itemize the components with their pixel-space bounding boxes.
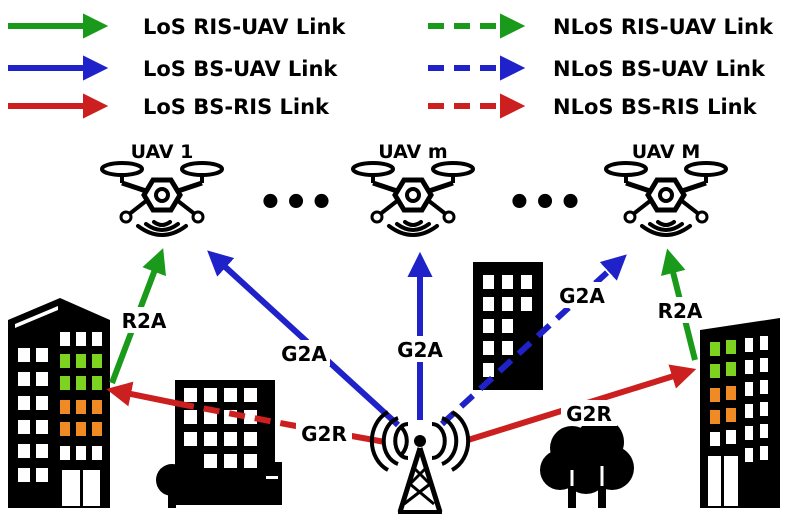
legend-label: NLoS BS-RIS Link (553, 95, 758, 119)
drone-icon (102, 163, 222, 222)
uav-label: UAV m (378, 141, 447, 163)
building-icon (473, 262, 543, 390)
g2r-left-label: G2R (301, 422, 347, 446)
legend-item-los-bs-ris: LoS BS-RIS Link (8, 93, 330, 119)
g2a-left-label: G2A (281, 342, 327, 366)
r2a-right-label: R2A (658, 299, 703, 323)
g2r-right-label: G2R (566, 402, 612, 426)
legend-label: NLoS BS-UAV Link (553, 57, 766, 81)
legend-label: NLoS RIS-UAV Link (553, 15, 774, 39)
legend-label: LoS RIS-UAV Link (143, 15, 346, 39)
uav-big-m: UAV M (606, 141, 726, 237)
drone-icon (353, 163, 473, 222)
legend: LoS RIS-UAV Link LoS BS-UAV Link LoS BS-… (8, 13, 774, 119)
legend-item-nlos-ris-uav: NLoS RIS-UAV Link (428, 13, 774, 39)
wifi-waves-icon (640, 220, 692, 237)
ris-building-icon (8, 298, 110, 508)
ellipsis-right: ••• (507, 180, 584, 226)
legend-item-nlos-bs-uav: NLoS BS-UAV Link (428, 55, 766, 81)
legend-item-los-bs-uav: LoS BS-UAV Link (8, 55, 338, 81)
legend-item-los-ris-uav: LoS RIS-UAV Link (8, 13, 346, 39)
uav-label: UAV M (632, 141, 701, 163)
link-labels: R2A G2A G2A G2A R2A G2R G2R (118, 282, 706, 446)
legend-label: LoS BS-UAV Link (143, 57, 338, 81)
cell-tower-icon (369, 410, 471, 514)
ris-building-icon (700, 318, 780, 508)
wifi-waves-icon (136, 220, 188, 237)
r2a-left-label: R2A (122, 309, 167, 333)
drone-icon (606, 163, 726, 222)
tree-icon (540, 418, 634, 508)
ellipsis-left: ••• (258, 180, 335, 226)
g2a-right-label: G2A (559, 284, 605, 308)
uav-label: UAV 1 (131, 141, 194, 163)
uav-1: UAV 1 (102, 141, 222, 237)
wifi-waves-icon (387, 220, 439, 237)
uav-m: UAV m (353, 141, 473, 237)
g2r-left-arrow (106, 381, 181, 407)
g2a-center-label: G2A (397, 338, 443, 362)
building-icon (175, 380, 282, 505)
tree-icon (156, 464, 188, 508)
legend-item-nlos-bs-ris: NLoS BS-RIS Link (428, 93, 758, 119)
g2r-left-dashed (179, 401, 297, 429)
legend-label: LoS BS-RIS Link (143, 95, 330, 119)
